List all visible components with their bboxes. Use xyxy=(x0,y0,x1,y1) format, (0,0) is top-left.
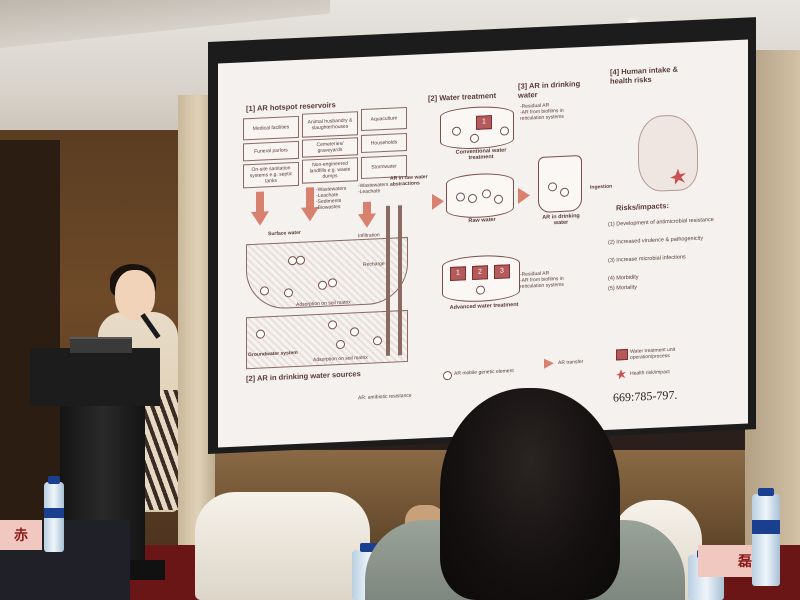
wall-shadow xyxy=(0,140,60,540)
abstractions-label: AR in raw water abstractions xyxy=(390,174,428,188)
drinking-glass xyxy=(538,155,582,214)
hotspot-box: Medical facilities xyxy=(243,115,299,141)
risk-item: (2) Increased virulence & pathogenicity xyxy=(608,235,704,246)
flow-list: -Wastewaters -Leachate xyxy=(358,181,389,196)
unit-process-icon xyxy=(616,348,628,361)
process-unit-1: 1 xyxy=(476,115,492,130)
nameplate-right: 磊 xyxy=(698,545,756,577)
health-risk-icon xyxy=(616,369,626,379)
process-unit-1: 1 xyxy=(450,266,466,282)
audience-head xyxy=(440,388,620,600)
flow-arrow-head xyxy=(358,213,376,229)
flow-arrow xyxy=(306,187,314,210)
nameplate-left: 赤 xyxy=(0,520,42,550)
panel-title-treatment: [2] Water treatment xyxy=(428,90,497,104)
bottle-label xyxy=(752,520,780,534)
process-unit-3: 3 xyxy=(494,264,510,280)
citation: 669:785-797. xyxy=(613,387,678,405)
risk-item: (5) Mortality xyxy=(608,284,638,292)
residual-ar-bottom: -Residual AR -AR from biofilms in reticu… xyxy=(520,270,564,290)
human-head-illustration xyxy=(638,113,698,193)
laptop xyxy=(70,337,132,353)
transfer-arrow-icon xyxy=(544,358,554,369)
hotspot-box: On-site sanitation systems e.g. septic t… xyxy=(243,161,299,189)
ingestion-label: Ingestion xyxy=(590,183,613,191)
podium-top xyxy=(30,348,160,406)
surface-water-label: Surface water xyxy=(268,229,301,238)
risk-item: (3) Increase microbial infections xyxy=(608,254,686,264)
legend-health: Health risk/impact xyxy=(630,369,670,377)
presenter-face xyxy=(115,270,155,320)
raw-water-label: Raw water xyxy=(468,216,496,225)
surface-water-basin xyxy=(246,236,408,311)
panel-title-drinking: [3] AR in drinking water xyxy=(518,79,581,100)
panel-title-health: [4] Human intake & health risks xyxy=(610,64,678,86)
recharge-label: Recharge xyxy=(363,260,385,268)
bottle-cap xyxy=(758,488,774,496)
process-unit-2: 2 xyxy=(472,265,488,281)
bottle-label xyxy=(44,508,64,518)
flow-list: -Wastewaters -Leachate -Sediments -Biowa… xyxy=(316,185,347,212)
flow-arrow-head xyxy=(251,211,269,227)
flow-arrow-head xyxy=(518,187,530,204)
panel-title-hotspots: [1] AR hotspot reservoirs xyxy=(246,100,336,114)
legend-unit: Water treatment unit operation/process xyxy=(630,346,676,361)
risk-item: (4) Morbidity xyxy=(608,274,639,282)
presenter-dress xyxy=(140,390,178,510)
drinking-water-label: AR in drinking water xyxy=(542,213,580,227)
legend-ar: AR: antibiotic resistance xyxy=(358,392,412,402)
mobile-element-icon xyxy=(443,370,452,381)
flow-arrow xyxy=(256,191,264,214)
presentation-slide: [1] AR hotspot reservoirs [2] Water trea… xyxy=(218,39,748,448)
residual-ar-top: -Residual AR -AR from biofilms in reticu… xyxy=(520,102,564,122)
well-pipe xyxy=(398,205,402,356)
legend-transfer: AR transfer xyxy=(558,358,584,367)
well-pipe xyxy=(386,205,390,356)
risk-item: (1) Development of antimicrobial resista… xyxy=(608,217,714,228)
flow-arrow-head xyxy=(432,193,444,210)
conventional-label: Conventional water treatment xyxy=(455,147,507,162)
water-bottle xyxy=(752,494,780,586)
panel-title-sources: [2] AR in drinking water sources xyxy=(246,369,361,384)
hotspot-box: Households xyxy=(361,132,407,154)
risks-title: Risks/impacts: xyxy=(616,201,669,213)
infiltration-label: Infiltration xyxy=(358,232,380,240)
adsorption-label: Adsorption on soil matrix xyxy=(296,299,351,309)
chair xyxy=(195,492,370,600)
hotspot-box: Animal husbandry & slaughterhouses xyxy=(302,111,358,138)
hotspot-box: Non-engineered landfills e.g. waste dump… xyxy=(302,157,358,184)
bottle-cap xyxy=(360,543,378,552)
bottle-cap xyxy=(48,476,60,484)
legend-mobile-element: AR mobile genetic element xyxy=(454,368,514,377)
hotspot-box: Aquaculture xyxy=(361,106,407,132)
hotspot-box: Cemeteries/ graveyards xyxy=(302,137,358,158)
hotspot-box: Funeral parlors xyxy=(243,140,299,162)
projection-screen: [1] AR hotspot reservoirs [2] Water trea… xyxy=(208,17,756,454)
advanced-label: Advanced water treatment xyxy=(449,301,519,312)
